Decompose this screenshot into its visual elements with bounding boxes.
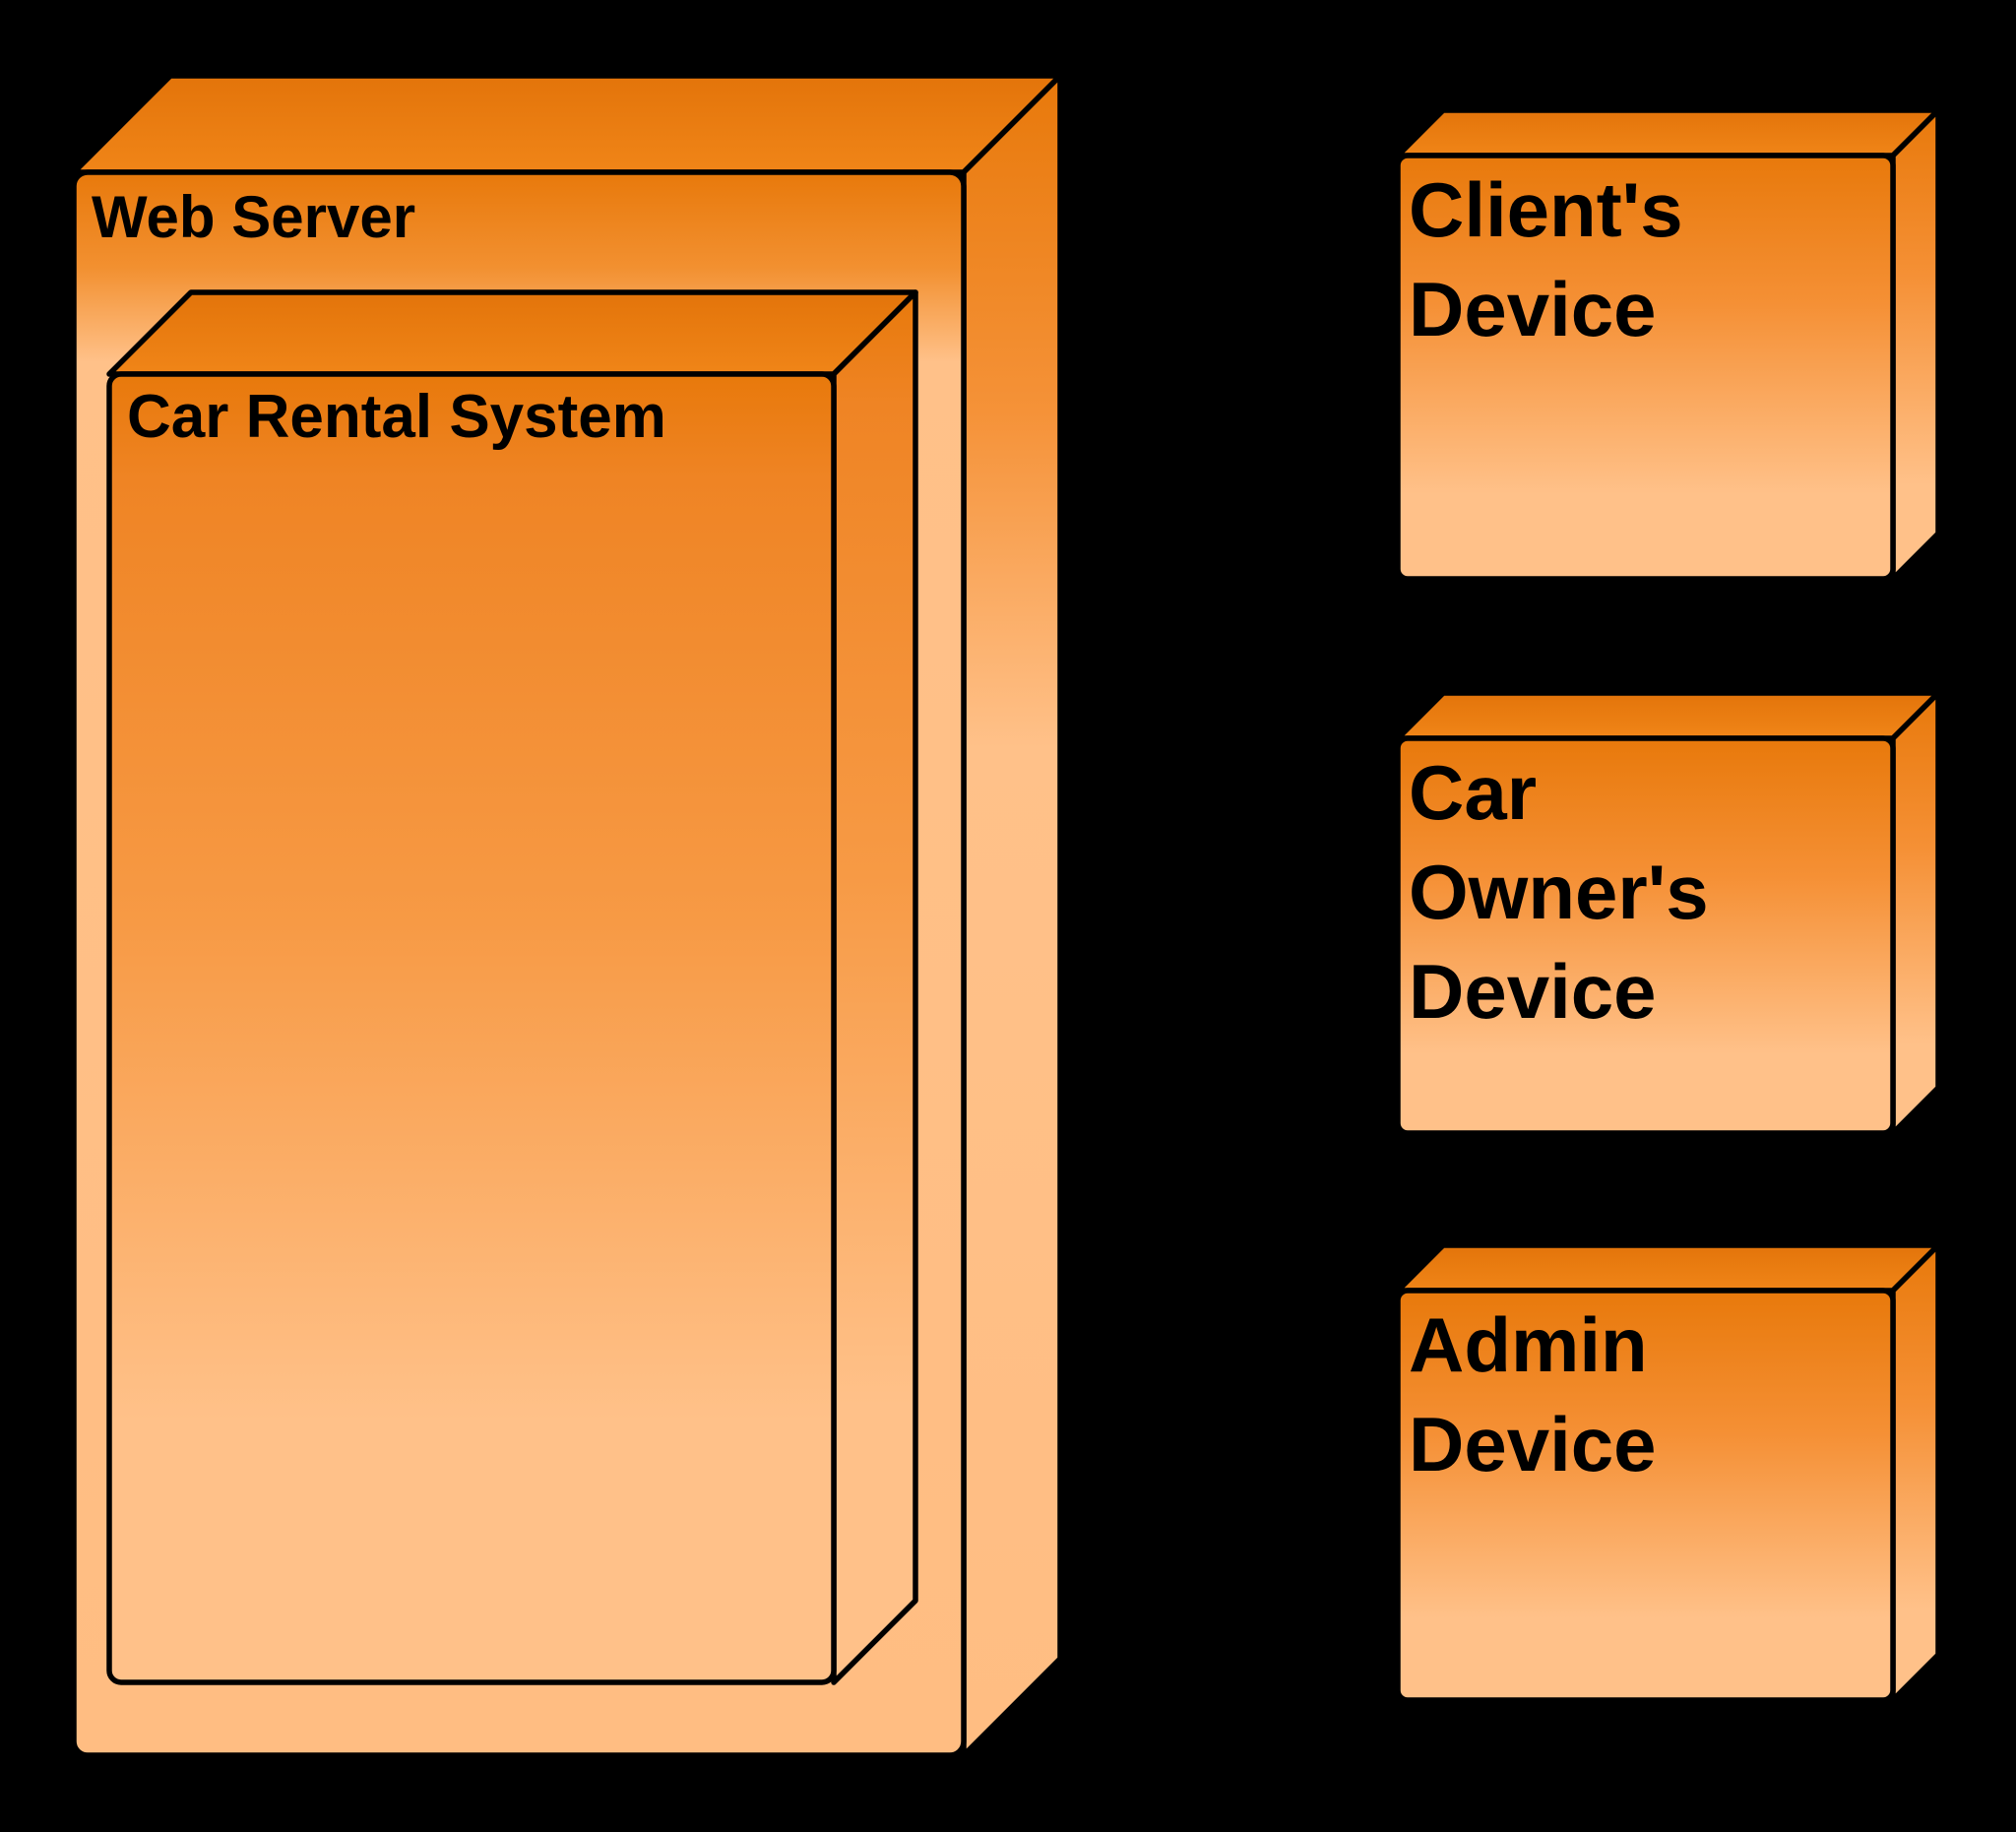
car-owners-device-node-side-face[interactable]: [1890, 690, 1941, 1136]
web-server-node-top-face[interactable]: [71, 73, 1063, 175]
clients-device-node-top-face[interactable]: [1395, 107, 1941, 158]
clients-device-node-front-face[interactable]: [1395, 153, 1896, 582]
car-rental-system-node-front-face[interactable]: [106, 371, 837, 1685]
admin-device-node-side-face[interactable]: [1890, 1242, 1941, 1703]
car-rental-system-node-top-face[interactable]: [106, 289, 918, 377]
admin-device-node-front-face[interactable]: [1395, 1288, 1896, 1703]
admin-device-node[interactable]: [1395, 1242, 1941, 1703]
admin-device-node-top-face[interactable]: [1395, 1242, 1941, 1294]
car-owners-device-node-front-face[interactable]: [1395, 735, 1896, 1136]
web-server-node-side-face[interactable]: [961, 73, 1063, 1758]
car-rental-system-node[interactable]: [106, 289, 918, 1685]
car-rental-system-node-side-face[interactable]: [831, 289, 918, 1685]
clients-device-node[interactable]: [1395, 107, 1941, 582]
clients-device-node-side-face[interactable]: [1890, 107, 1941, 582]
car-owners-device-node[interactable]: [1395, 690, 1941, 1136]
car-owners-device-node-top-face[interactable]: [1395, 690, 1941, 741]
